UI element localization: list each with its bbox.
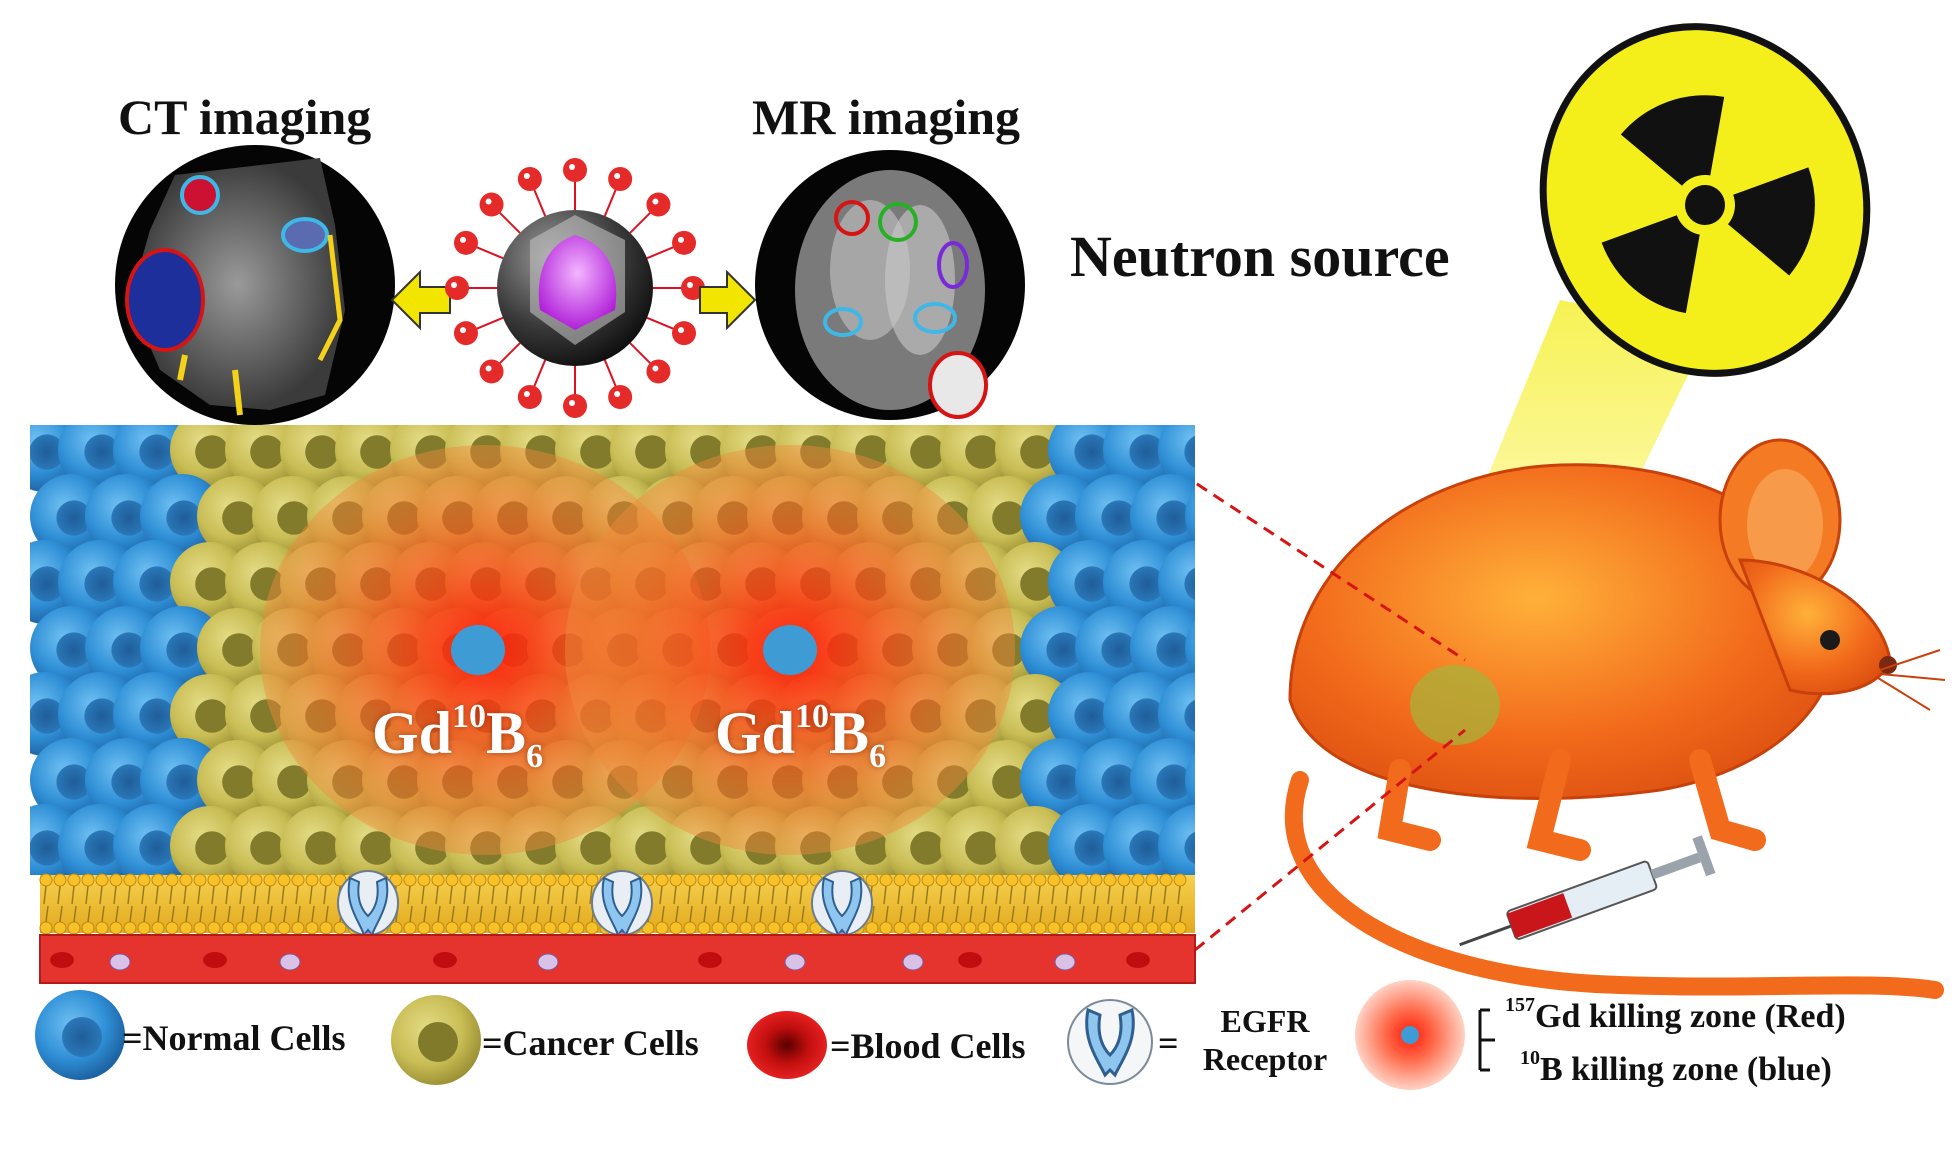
gd-sup-left: 10 [452,698,487,735]
ligand-dot [672,230,697,255]
legend-normal-cells-label: =Normal Cells [122,1018,346,1058]
gd-base-left: Gd [372,700,453,766]
ligand-dot [479,192,504,217]
ligand-dot [517,166,542,191]
ligand-dot [646,359,671,384]
legend-cancer-cells-label: =Cancer Cells [482,1023,699,1063]
gd-mid-left: B [486,700,527,766]
blood-cell [1126,952,1150,968]
nanoparticle-in-vessel [537,953,559,971]
normal-cell [1158,540,1195,624]
legend-normal-cell-icon [35,990,125,1080]
legend-gd-zone-sup: 157 [1505,994,1535,1016]
left-arrow-icon [390,269,451,331]
ct-imaging-label: CT imaging [118,89,372,145]
legend-killing-zone-icon [1355,980,1495,1090]
nanoparticle-in-vessel [109,953,131,971]
normal-cell [1158,672,1195,756]
gd10b6-label-right: Gd10B6 [715,700,886,774]
legend-egfr-line1: EGFR [1220,1003,1310,1039]
tissue-panel [30,425,1195,875]
legend-egfr-receptor-icon [1067,999,1153,1085]
syringe-icon [1459,835,1716,947]
nanoparticle-in-vessel [279,953,301,971]
gd-nucleus-left [451,625,505,675]
legend-b-zone-label: 10B killing zone (blue) [1520,1048,1832,1087]
mr-scan-image [755,150,1025,420]
blood-cell [433,952,457,968]
ligand-dot [563,394,587,418]
gd-base-right: Gd [715,700,796,766]
gd-mid-right: B [829,700,870,766]
blood-cell [958,952,982,968]
blood-cell [698,952,722,968]
ct-scan-image [115,145,395,425]
egfr-receptor-icon [811,870,873,948]
gd-nucleus-right [763,625,817,675]
ligand-dot [445,276,469,300]
ligand-dot [453,321,478,346]
nanoparticle-in-vessel [902,953,924,971]
legend-blood-cells-label: =Blood Cells [830,1026,1026,1066]
legend-egfr-equals: = [1158,1023,1179,1063]
ligand-dot [672,321,697,346]
legend-gd-zone-text: Gd killing zone (Red) [1535,998,1846,1035]
gd-sub-left: 6 [526,738,544,775]
normal-cell [1158,804,1195,875]
radiation-symbol-icon [1539,23,1871,377]
ligand-dot [608,166,633,191]
normal-cell [1185,488,1195,544]
nanoparticle-in-vessel [1054,953,1076,971]
normal-cell [1185,620,1195,676]
nanoparticle-in-vessel [784,953,806,971]
legend-b-zone-sup: 10 [1520,1047,1540,1069]
legend-b-zone-text: B killing zone (blue) [1540,1051,1832,1088]
gd-sup-right: 10 [795,698,830,735]
mouse-illustration [1284,438,1946,999]
neutron-source-label: Neutron source [1070,224,1450,289]
blood-vessel [39,934,1196,984]
ligand-dot [453,230,478,255]
ligand-dot [563,158,587,182]
right-arrow-icon [699,269,757,331]
egfr-receptors [337,870,873,948]
ligand-dot [608,385,633,410]
ligand-dot [479,359,504,384]
legend-egfr-line2: Receptor [1202,1041,1328,1078]
legend-gd-zone-label: 157Gd killing zone (Red) [1505,995,1846,1034]
gd-sub-right: 6 [869,738,887,775]
gd10b6-label-left: Gd10B6 [372,700,543,774]
legend-blood-cell-icon [747,1011,827,1079]
mr-imaging-label: MR imaging [752,89,1021,145]
ligand-dot [646,192,671,217]
legend-egfr-label: EGFR Receptor [1190,1002,1340,1079]
legend-cancer-cell-icon [391,995,481,1085]
ligand-dot [517,385,542,410]
nanoparticle-icon [445,158,705,418]
blood-cell [50,952,74,968]
blood-cell [203,952,227,968]
normal-cell [1185,752,1195,808]
